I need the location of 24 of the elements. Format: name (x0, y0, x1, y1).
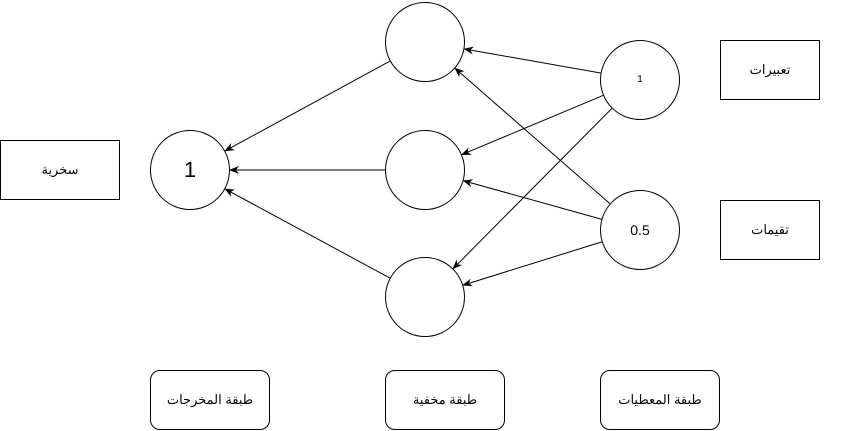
node-label: طبقة مخفية (412, 392, 478, 408)
label-box (720, 40, 820, 100)
node-label: 1 (636, 74, 644, 86)
arrow (224, 188, 390, 278)
label-box (0, 140, 120, 200)
arrow (229, 166, 386, 174)
node-label: 1 (182, 156, 198, 184)
arrow (463, 46, 602, 74)
node-label: تقيمات (750, 222, 790, 238)
arrow (452, 108, 612, 270)
layer-box (385, 370, 505, 430)
arrow (462, 179, 602, 220)
layer-box (150, 370, 270, 430)
arrow (454, 68, 610, 204)
node-label: تعبيرات (748, 62, 792, 78)
label-box (720, 200, 820, 260)
arrow (224, 60, 390, 152)
node-label: 0.5 (629, 222, 651, 238)
node-label: طبقة المعطيات (617, 392, 703, 408)
arrow (460, 94, 604, 156)
layer-box (600, 370, 720, 430)
node-label: سخرية (40, 162, 80, 178)
node-label: طبقة المخرجات (166, 392, 254, 408)
arrow (462, 241, 602, 286)
